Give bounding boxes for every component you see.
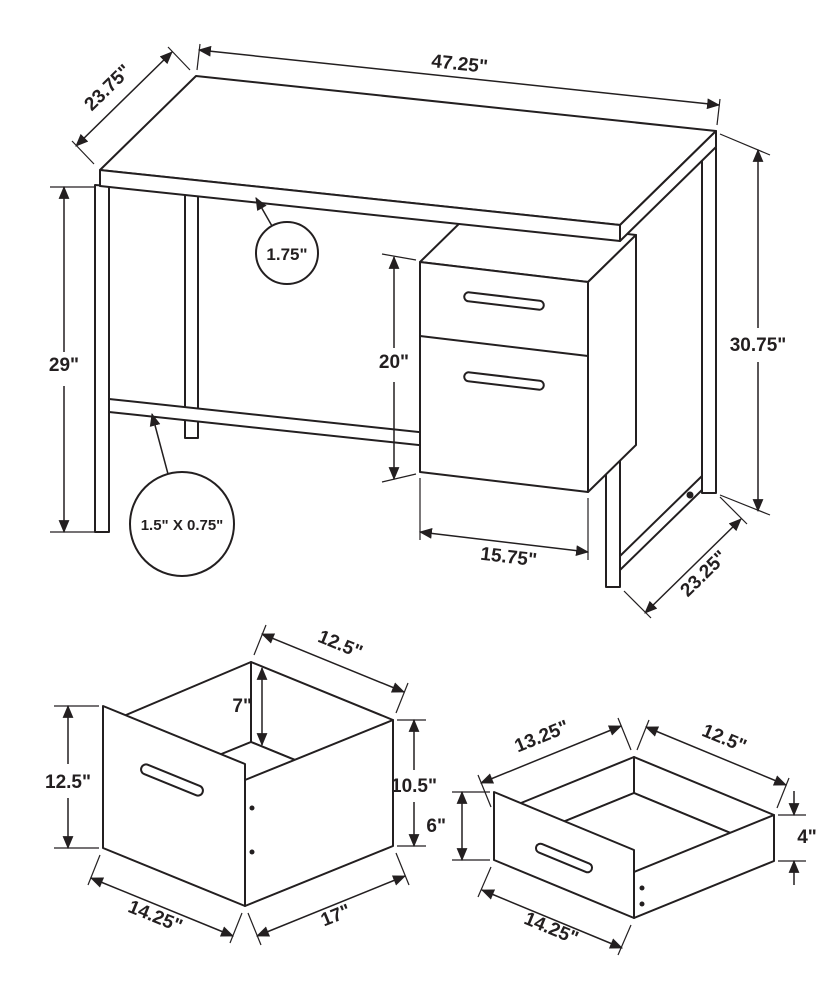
extension-line bbox=[229, 912, 243, 944]
screw-hole bbox=[639, 901, 645, 907]
small-drawer-structure bbox=[493, 756, 775, 919]
dim-file-drawer-back-height: 7" bbox=[232, 666, 268, 747]
extension-line bbox=[247, 912, 262, 946]
dim-label-bottom-depth: 17" bbox=[318, 901, 354, 932]
extension-line bbox=[636, 719, 650, 751]
small-drawer-handle bbox=[534, 842, 594, 874]
desk-leg-front-left bbox=[94, 184, 110, 533]
extension-line bbox=[381, 473, 417, 483]
extension-line bbox=[719, 496, 748, 525]
dim-small-drawer-back-height: 4" bbox=[778, 791, 817, 885]
extension-line bbox=[477, 866, 492, 898]
dim-drawer-unit-width: 15.75" bbox=[418, 478, 590, 572]
dim-desk-overall-height: 30.75" bbox=[719, 133, 787, 516]
extension-line bbox=[623, 590, 652, 619]
dim-label-front-width: 14.25" bbox=[125, 897, 185, 938]
dim-label-back-height: 7" bbox=[232, 696, 252, 717]
dim-label-front-height: 6" bbox=[426, 816, 446, 837]
extension-line bbox=[719, 133, 771, 156]
drawer-top-handle bbox=[463, 291, 545, 311]
extension-line bbox=[196, 43, 201, 71]
file-drawer-handle bbox=[140, 763, 204, 797]
dim-label-back-height: 4" bbox=[797, 827, 817, 848]
dim-drawer-unit-height: 20" bbox=[379, 253, 417, 483]
callout-top-thickness: 1.75" bbox=[255, 197, 319, 285]
extension-line bbox=[381, 253, 417, 261]
screw-hole bbox=[249, 849, 255, 855]
desk-right-foot-rail bbox=[619, 475, 703, 571]
dim-file-drawer-side-height: 10.5" bbox=[391, 718, 437, 848]
dim-desk-top-width: 47.25" bbox=[196, 43, 721, 126]
dim-label-back-width: 12.5" bbox=[315, 626, 366, 663]
drawer-divider-line bbox=[419, 335, 589, 357]
dim-label-drawer-unit-height: 20" bbox=[379, 352, 409, 373]
dimension-line bbox=[255, 875, 407, 937]
dimension-line bbox=[479, 725, 623, 784]
dimension-line bbox=[75, 51, 173, 147]
dimension-line bbox=[197, 45, 721, 110]
dim-label-frame-tube: 1.5" X 0.75" bbox=[141, 517, 224, 534]
file-drawer-front-panel bbox=[102, 705, 246, 907]
callout-frame-tube: 1.5" X 0.75" bbox=[129, 412, 235, 577]
dimension-line bbox=[89, 877, 235, 937]
extension-line bbox=[617, 717, 632, 751]
extension-line bbox=[617, 924, 632, 956]
desk-top-right-edge bbox=[619, 130, 717, 242]
small-drawer-drawing: 13.25" 12.5" 6" 4" 14 bbox=[426, 717, 817, 956]
dim-label-front-height: 12.5" bbox=[45, 772, 91, 793]
dimension-line bbox=[418, 528, 590, 556]
callout-circle bbox=[255, 221, 319, 285]
dim-label-side-height: 10.5" bbox=[391, 776, 437, 797]
desk-leg-back-right bbox=[701, 146, 717, 494]
dim-label-front-width: 14.25" bbox=[521, 908, 581, 949]
screw-hole bbox=[249, 805, 255, 811]
leader-line bbox=[255, 197, 273, 227]
dim-label-top-thickness: 1.75" bbox=[266, 245, 307, 264]
extension-line bbox=[395, 852, 410, 886]
extension-line bbox=[395, 682, 409, 714]
dim-file-drawer-front-height: 12.5" bbox=[45, 704, 99, 850]
dim-label-left-height: 29" bbox=[49, 355, 79, 376]
screw-hole bbox=[639, 885, 645, 891]
drawer-bottom-handle bbox=[463, 371, 545, 391]
file-drawer-drawing: 12.5" 7" 10.5" 12.5" 17" bbox=[45, 624, 437, 946]
dim-label-top-depth: 23.75" bbox=[81, 61, 136, 116]
leader-line bbox=[149, 412, 169, 475]
dim-desk-left-height: 29" bbox=[49, 185, 95, 534]
callout-circle bbox=[129, 471, 235, 577]
leveler-screw bbox=[686, 491, 694, 499]
desk-structure bbox=[94, 75, 717, 588]
dimension-line bbox=[644, 518, 742, 614]
file-drawer-structure bbox=[102, 661, 394, 907]
extension-line bbox=[167, 46, 191, 71]
dimension-line bbox=[480, 889, 624, 949]
extension-line bbox=[71, 140, 95, 165]
extension-line bbox=[716, 98, 721, 126]
dim-label-top-width: 47.25" bbox=[430, 51, 488, 78]
dim-desk-base-depth: 23.25" bbox=[623, 496, 748, 619]
dim-label-drawer-unit-width: 15.75" bbox=[479, 544, 538, 572]
dim-small-drawer-front-height: 6" bbox=[426, 790, 490, 862]
extension-line bbox=[253, 624, 267, 656]
dimension-line bbox=[644, 726, 788, 786]
dim-label-side-depth: 13.25" bbox=[512, 717, 572, 758]
desk-drawing: 47.25" 23.75" 1.75" 29" bbox=[49, 43, 787, 619]
dimension-line bbox=[260, 633, 406, 693]
dim-label-overall-height: 30.75" bbox=[730, 335, 787, 356]
